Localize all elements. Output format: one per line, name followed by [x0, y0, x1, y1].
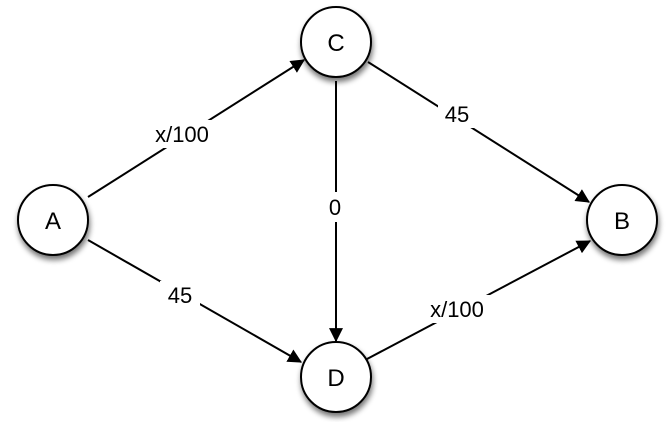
node-b[interactable]: B — [586, 184, 658, 256]
edge-d-b-label: x/100 — [430, 297, 484, 322]
edge-c-b-label-bg — [438, 100, 476, 128]
node-a[interactable]: A — [17, 184, 89, 256]
edge-a-c-label: x/100 — [155, 122, 209, 147]
edge-a-c-label-bg — [143, 120, 221, 148]
edge-c-d-label-bg — [324, 192, 346, 222]
edge-c-b-label: 45 — [445, 102, 469, 127]
node-c[interactable]: C — [300, 6, 372, 78]
node-c-label: C — [327, 30, 344, 57]
node-b-label: B — [614, 208, 630, 235]
node-d[interactable]: D — [300, 341, 372, 413]
edge-d-b-label-bg — [418, 295, 496, 323]
edge-a-d-label: 45 — [168, 283, 192, 308]
node-a-label: A — [45, 208, 61, 235]
edge-c-d-label: 0 — [329, 195, 341, 220]
node-d-label: D — [327, 365, 344, 392]
edge-a-d-label-bg — [160, 281, 200, 309]
edge-c-b — [367, 61, 590, 203]
